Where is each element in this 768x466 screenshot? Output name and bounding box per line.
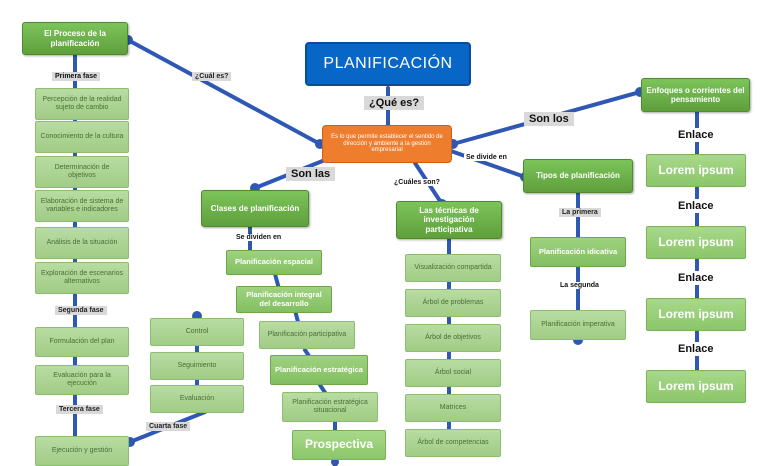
segunda-fase-label: Segunda fase [55, 306, 107, 315]
fase3-item: Ejecución y gestión [35, 436, 129, 466]
fase1-item: Percepción de la realidad sujeto de camb… [35, 88, 129, 120]
cuarta-fase-label: Cuarta fase [146, 422, 191, 431]
tecnicas-item: Visualización compartida [405, 254, 501, 282]
tecnicas-item: Árbol social [405, 359, 501, 387]
cuales-son-label: ¿Cuáles son? [392, 179, 442, 186]
tipos-title: Tipos de planificación [523, 159, 633, 193]
se-dividen-label: Se dividen en [234, 234, 284, 241]
tecnicas-item: Árbol de problemas [405, 289, 501, 317]
fase1-item: Análisis de la situación [35, 227, 129, 259]
tipos-item: Planificación imperativa [530, 310, 626, 340]
fase2-item: Formulación del plan [35, 327, 129, 357]
enfoques-title: Enfoques o corrientes del pensamiento [641, 78, 750, 112]
clases-item: Planificación integral del desarrollo [236, 286, 332, 313]
clases-item: Planificación estratégica situacional [282, 392, 378, 422]
central-definition: Es lo que permite establecer el sentido … [322, 125, 452, 163]
enfoques-item: Lorem ipsum [646, 298, 746, 331]
se-divide-en-label: Se divide en [464, 154, 509, 161]
title-box: PLANIFICACIÓN [305, 42, 471, 86]
tecnicas-item: Árbol de objetivos [405, 324, 501, 352]
enlace-label: Enlace [673, 271, 719, 285]
enfoques-item: Lorem ipsum [646, 226, 746, 259]
clases-item: Planificación espacial [226, 250, 322, 275]
tipos-item: Planificación idicativa [530, 237, 626, 267]
enfoques-item: Lorem ipsum [646, 370, 746, 403]
tecnicas-item: Matrices [405, 394, 501, 422]
tercera-fase-label: Tercera fase [56, 405, 103, 414]
fase1-item: Determinación de objetivos [35, 156, 129, 188]
tecnicas-item: Árbol de competencias [405, 429, 501, 457]
fase4-item: Evaluación [150, 385, 244, 413]
fase4-item: Seguimiento [150, 352, 244, 380]
clases-item: Planificación participativa [259, 321, 355, 349]
fase1-item: Conocimiento de la cultura [35, 121, 129, 153]
fase4-item: Control [150, 318, 244, 346]
la-primera-label: La primera [559, 208, 601, 217]
son-los-label: Son los [524, 112, 574, 126]
fase2-item: Evaluación para la ejecución [35, 365, 129, 395]
primera-fase-label: Primera fase [52, 72, 101, 81]
proceso-title: El Proceso de la planificación [22, 22, 128, 55]
enlace-label: Enlace [673, 342, 719, 356]
enlace-label: Enlace [673, 128, 719, 142]
fase1-item: Elaboración de sistema de variables e in… [35, 190, 129, 222]
enfoques-item: Lorem ipsum [646, 154, 746, 187]
enlace-label: Enlace [673, 199, 719, 213]
prospectiva-item: Prospectiva [292, 430, 386, 460]
clases-title: Clases de planificación [201, 190, 309, 227]
cual-es-label: ¿Cuál es? [192, 72, 232, 81]
clases-item: Planificación estratégica [270, 355, 368, 385]
fase1-item: Exploración de escenarios alternativos [35, 262, 129, 294]
tecnicas-title: Las técnicas de investigación participat… [396, 201, 502, 239]
que-es-label: ¿Qué es? [364, 96, 425, 110]
la-segunda-label: La segunda [558, 282, 601, 289]
son-las-label: Son las [286, 167, 336, 181]
